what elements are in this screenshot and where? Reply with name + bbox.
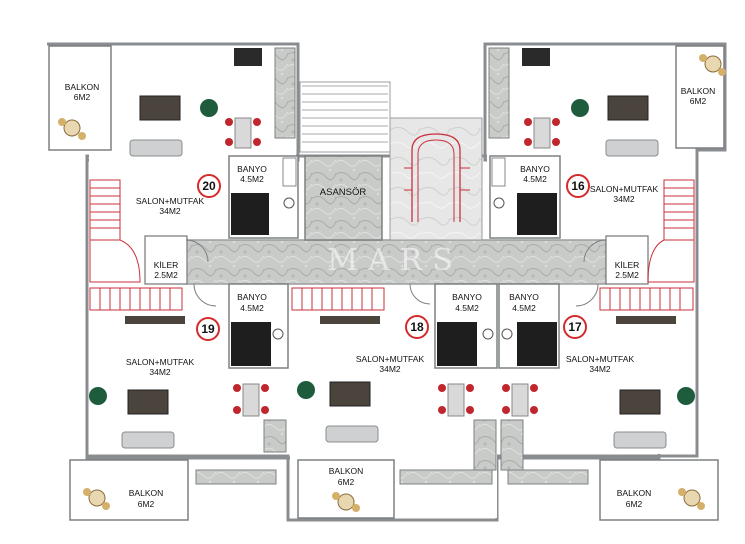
svg-text:6M2: 6M2 [138, 499, 155, 509]
pantry-area-20: 2.5M2 [154, 270, 178, 280]
elevator-label: ASANSÖR [320, 187, 367, 198]
pantry-label-20: KİLER [154, 260, 179, 270]
svg-text:20: 20 [202, 179, 216, 193]
svg-text:18: 18 [410, 320, 424, 334]
bathroom-19: BANYO 4.5M2 [228, 283, 289, 369]
svg-text:34M2: 34M2 [613, 194, 635, 204]
furniture-17 [502, 383, 695, 449]
bathroom-area-18: 4.5M2 [455, 303, 479, 313]
svg-text:17: 17 [568, 320, 582, 334]
svg-text:6M2: 6M2 [690, 96, 707, 106]
balcony-18: BALKON 6M2 [297, 459, 395, 519]
door-swings [185, 239, 607, 307]
unit-number-20: 20 [197, 174, 221, 198]
living-room-label-19: SALON+MUTFAK 34M2 [126, 357, 195, 377]
bathroom-area-19: 4.5M2 [240, 303, 264, 313]
svg-text:6M2: 6M2 [74, 92, 91, 102]
kitchen-counter-18 [399, 419, 497, 485]
living-room-label-20: SALON+MUTFAK 34M2 [136, 196, 205, 216]
unit-number-17: 17 [563, 315, 587, 339]
kitchen-counter-16 [488, 47, 550, 139]
svg-text:BALKON: BALKON [129, 488, 164, 498]
bathroom-20: BANYO 4.5M2 [228, 155, 299, 239]
svg-text:SALON+MUTFAK: SALON+MUTFAK [356, 354, 425, 364]
pantry-16: KİLER 2.5M2 [605, 235, 649, 285]
internal-stairs-19 [89, 287, 183, 311]
pantry-label-16: KİLER [615, 260, 640, 270]
kitchen-counter-19 [195, 419, 287, 485]
svg-text:SALON+MUTFAK: SALON+MUTFAK [126, 357, 195, 367]
bathroom-label-20: BANYO [237, 164, 267, 174]
bathroom-label-16: BANYO [520, 164, 550, 174]
bathroom-16: BANYO 4.5M2 [489, 155, 561, 239]
elevator [304, 155, 383, 241]
furniture-19 [89, 383, 269, 449]
svg-text:34M2: 34M2 [149, 367, 171, 377]
bathroom-area-16: 4.5M2 [523, 174, 547, 184]
pantry-area-16: 2.5M2 [615, 270, 639, 280]
bathroom-label-17: BANYO [509, 292, 539, 302]
furniture-18 [297, 381, 474, 443]
balcony-20: BALKON 6M2 [48, 45, 112, 151]
furniture-20 [129, 95, 261, 157]
svg-text:SALON+MUTFAK: SALON+MUTFAK [566, 354, 635, 364]
svg-text:BALKON: BALKON [65, 82, 100, 92]
pantry-20: KİLER 2.5M2 [144, 235, 188, 285]
internal-stairs-18 [291, 287, 385, 311]
balcony-16: BALKON 6M2 [675, 45, 726, 149]
tv-unit-18 [320, 316, 380, 324]
unit-number-18: 18 [405, 315, 429, 339]
unit-number-19: 19 [196, 317, 220, 341]
svg-text:6M2: 6M2 [338, 477, 355, 487]
tv-unit-17 [616, 316, 676, 324]
kitchen-counter-20 [234, 47, 296, 139]
svg-text:SALON+MUTFAK: SALON+MUTFAK [136, 196, 205, 206]
svg-text:34M2: 34M2 [159, 206, 181, 216]
svg-text:BALKON: BALKON [681, 86, 716, 96]
watermark: MARS [327, 243, 463, 278]
top-stair-flight [299, 81, 391, 153]
corridor [186, 240, 606, 284]
bathroom-area-17: 4.5M2 [512, 303, 536, 313]
furniture-16 [524, 95, 659, 157]
balcony-19: BALKON 6M2 [69, 459, 189, 521]
internal-stairs-16 [647, 179, 695, 283]
bathroom-label-18: BANYO [452, 292, 482, 302]
svg-text:16: 16 [571, 179, 585, 193]
bathroom-17: BANYO 4.5M2 [498, 283, 560, 369]
living-room-label-16: SALON+MUTFAK 34M2 [590, 184, 659, 204]
bathroom-area-20: 4.5M2 [240, 174, 264, 184]
stairwell [389, 117, 483, 241]
bathroom-18: BANYO 4.5M2 [434, 283, 498, 369]
internal-stairs-20 [89, 179, 141, 283]
kitchen-counter-17 [500, 419, 589, 485]
svg-text:19: 19 [201, 322, 215, 336]
bathroom-label-19: BANYO [237, 292, 267, 302]
living-room-label-17: SALON+MUTFAK 34M2 [566, 354, 635, 374]
internal-stairs-17 [599, 287, 694, 311]
svg-text:SALON+MUTFAK: SALON+MUTFAK [590, 184, 659, 194]
svg-text:BALKON: BALKON [329, 466, 364, 476]
svg-text:BALKON: BALKON [617, 488, 652, 498]
svg-text:34M2: 34M2 [589, 364, 611, 374]
living-room-label-18: SALON+MUTFAK 34M2 [356, 354, 425, 374]
balcony-17: BALKON 6M2 [599, 459, 719, 521]
tv-unit-19 [125, 316, 185, 324]
unit-number-16: 16 [566, 174, 590, 198]
svg-text:6M2: 6M2 [626, 499, 643, 509]
svg-text:34M2: 34M2 [379, 364, 401, 374]
